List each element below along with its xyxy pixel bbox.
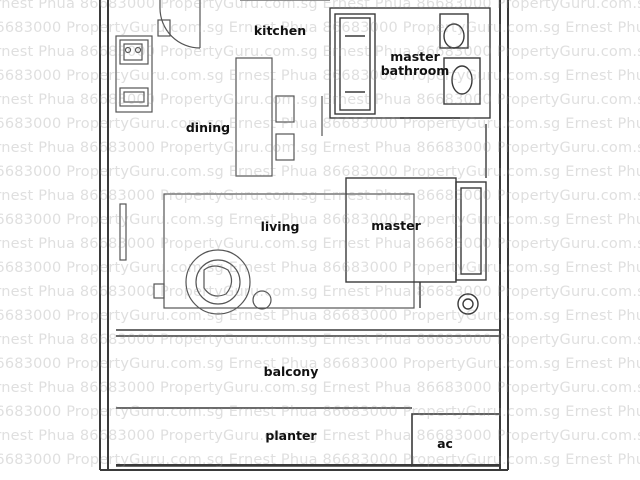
master-bathroom-label-line2: bathroom — [380, 63, 450, 78]
dining-label: dining — [185, 120, 231, 135]
kitchen-area — [115, 0, 330, 177]
master-bathroom-label-line1: master — [390, 49, 440, 64]
living-label: living — [260, 219, 300, 234]
outer-walls — [99, 0, 509, 471]
living-area — [119, 193, 415, 315]
kitchen-label: kitchen — [253, 23, 307, 38]
master-bedroom-area — [345, 124, 487, 315]
master-bathroom-area — [329, 7, 491, 119]
master-bathroom-label: master bathroom — [370, 50, 460, 78]
balcony-label: balcony — [263, 364, 319, 379]
master-label: master — [371, 218, 421, 233]
balcony-area — [116, 329, 501, 467]
ac-label: ac — [437, 436, 453, 451]
planter-label: planter — [265, 428, 317, 443]
